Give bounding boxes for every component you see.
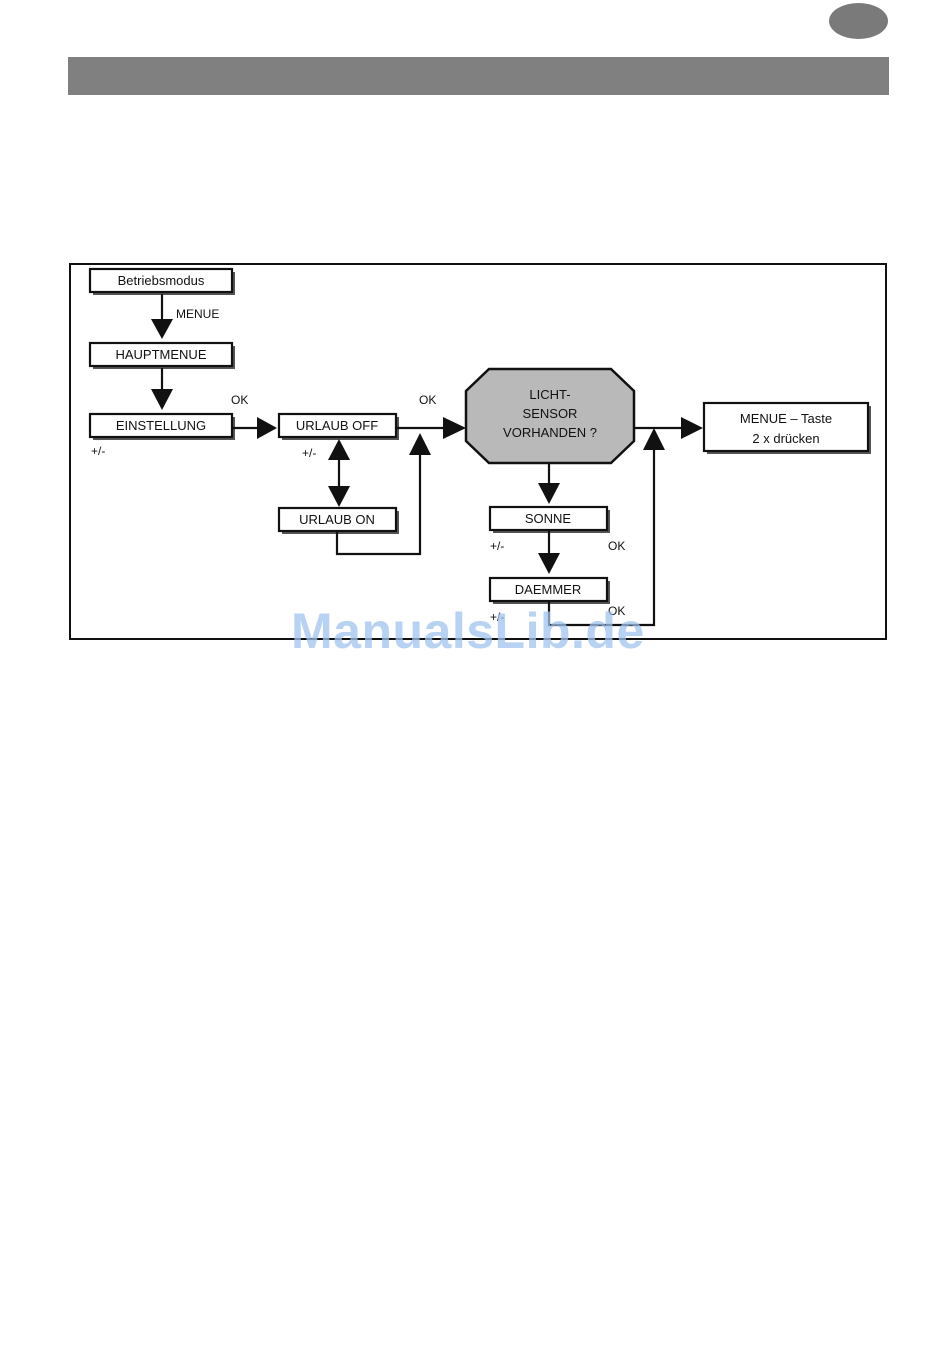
node-urlaub-off-label: URLAUB OFF: [296, 418, 378, 433]
section-header-bar: [68, 57, 889, 95]
node-betriebsmodus-label: Betriebsmodus: [118, 273, 205, 288]
connector-urlaub-on-return: [337, 433, 431, 554]
page-number-badge: [829, 3, 888, 39]
arrow-to-einstellung: [151, 368, 173, 410]
menu-flow-diagram: Betriebsmodus MENUE HAUPTMENUE EINSTELLU…: [69, 263, 888, 642]
arrow-to-menue-taste: [634, 417, 703, 439]
node-einstellung: EINSTELLUNG: [90, 414, 235, 440]
label-plusminus-sonne: +/-: [490, 539, 504, 553]
node-urlaub-on-label: URLAUB ON: [299, 512, 375, 527]
node-sonne-label: SONNE: [525, 511, 572, 526]
arrow-urlaub-toggle: [328, 439, 350, 507]
label-menue: MENUE: [176, 307, 219, 321]
label-ok-urlaub: OK: [419, 393, 436, 407]
node-menue-taste-line2: 2 x drücken: [752, 431, 819, 446]
node-betriebsmodus: Betriebsmodus: [90, 269, 235, 295]
node-daemmer: DAEMMER: [490, 578, 610, 604]
node-urlaub-on: URLAUB ON: [279, 508, 399, 534]
arrow-to-hauptmenue: [151, 294, 173, 339]
arrow-to-daemmer: [538, 530, 560, 574]
node-hauptmenue: HAUPTMENUE: [90, 343, 235, 369]
node-sonne: SONNE: [490, 507, 610, 533]
label-ok-einstellung: OK: [231, 393, 248, 407]
node-lichtsensor-decision: LICHT- SENSOR VORHANDEN ?: [466, 369, 634, 463]
node-daemmer-label: DAEMMER: [515, 582, 581, 597]
node-urlaub-off: URLAUB OFF: [279, 414, 399, 440]
label-ok-sonne: OK: [608, 539, 625, 553]
decision-label-line3: VORHANDEN ?: [503, 425, 597, 440]
label-plusminus-urlaub: +/-: [302, 446, 316, 460]
arrow-to-urlaub-off: [232, 417, 277, 439]
label-plusminus-einstellung: +/-: [91, 444, 105, 458]
watermark: ManualsLib.de: [291, 602, 645, 660]
arrow-to-lichtsensor: [396, 417, 466, 439]
node-hauptmenue-label: HAUPTMENUE: [115, 347, 206, 362]
node-menue-taste: MENUE – Taste 2 x drücken: [704, 403, 871, 454]
decision-label-line2: SENSOR: [523, 406, 578, 421]
node-einstellung-label: EINSTELLUNG: [116, 418, 206, 433]
arrow-to-sonne: [538, 463, 560, 504]
node-menue-taste-line1: MENUE – Taste: [740, 411, 832, 426]
decision-label-line1: LICHT-: [529, 387, 570, 402]
